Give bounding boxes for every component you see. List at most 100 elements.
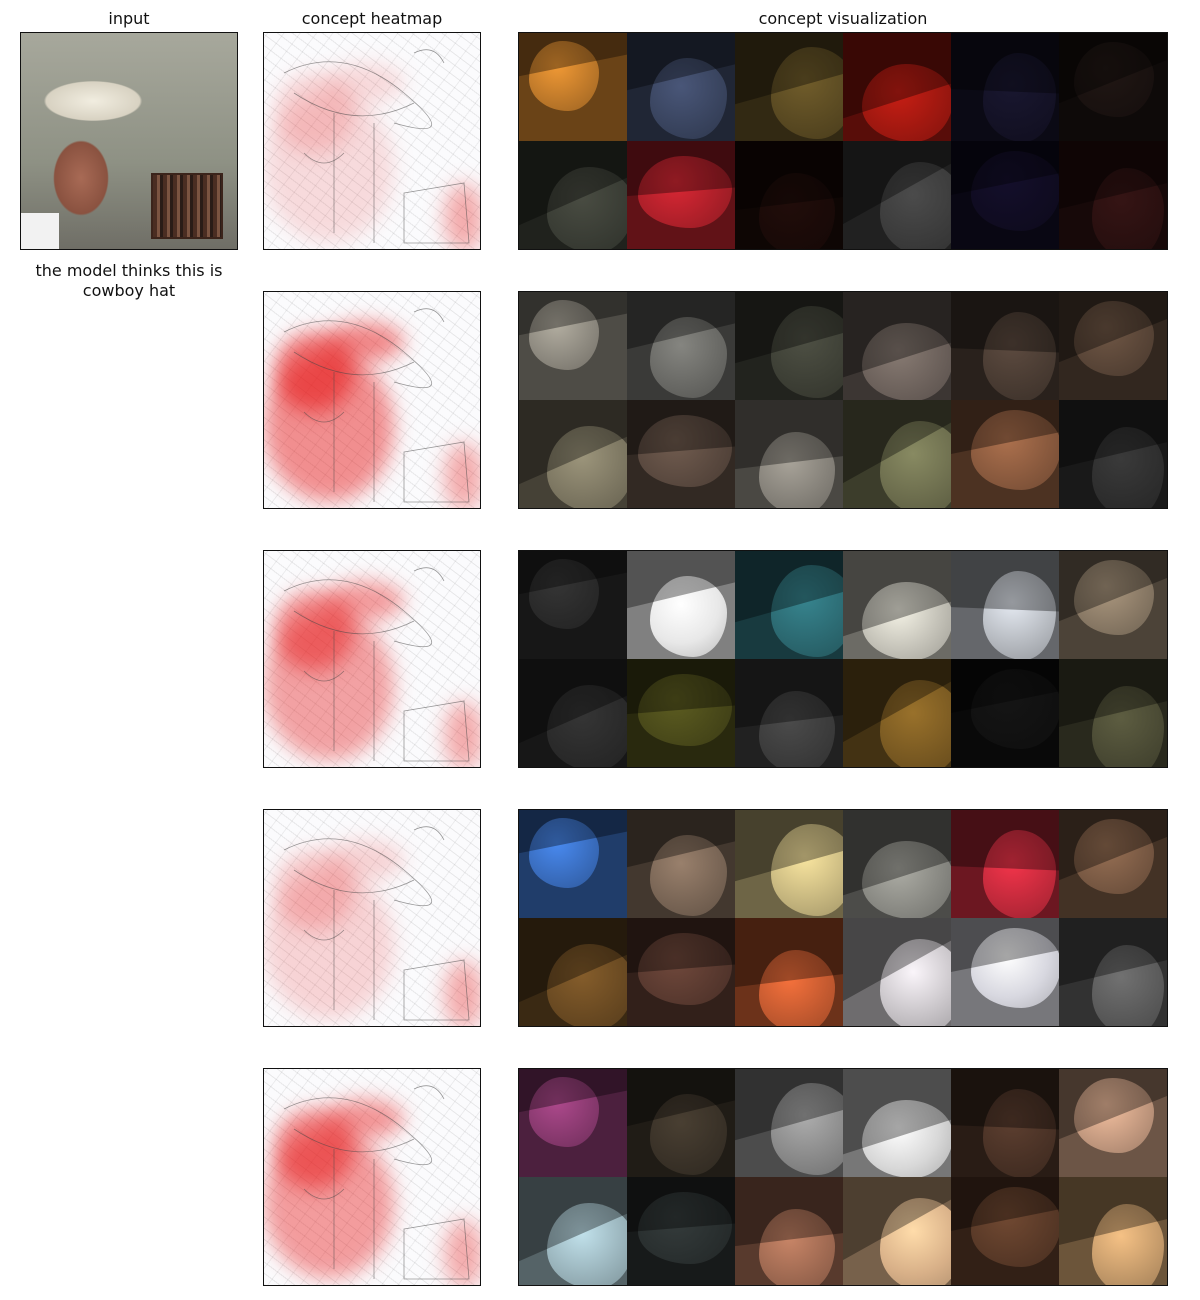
concept-example-tile: [519, 810, 627, 918]
concept-region: [880, 162, 951, 249]
concept-visualization-grid: [518, 32, 1168, 250]
concept-visualization-grid: [518, 291, 1168, 509]
concept-example-tile: [1059, 33, 1167, 141]
concept-example-tile: [735, 1177, 843, 1285]
heatmap-activation: [274, 1109, 354, 1189]
heatmap-activation: [444, 183, 480, 249]
concept-example-tile: [519, 292, 627, 400]
concept-example-tile: [951, 659, 1059, 767]
concept-region: [529, 559, 599, 629]
concept-region: [771, 1083, 843, 1175]
visualization-column-title: concept visualization: [758, 9, 928, 28]
heatmap-edge-sketch: [283, 49, 470, 244]
tile-dim-overlay: [735, 1177, 843, 1247]
concept-example-tile: [843, 551, 951, 659]
concept-example-tile: [843, 141, 951, 249]
concept-example-tile: [735, 810, 843, 918]
concept-example-tile: [951, 33, 1059, 141]
shirt-detail: [21, 213, 59, 249]
concept-example-tile: [1059, 659, 1167, 767]
concept-example-tile: [519, 141, 627, 249]
prediction-caption: the model thinks this is cowboy hat: [35, 261, 223, 300]
concept-example-tile: [951, 918, 1059, 1026]
concept-example-tile: [1059, 1069, 1167, 1177]
concept-region: [650, 58, 727, 139]
heatmap-activation: [444, 1219, 480, 1285]
concept-example-tile: [519, 1069, 627, 1177]
tile-dim-overlay: [951, 551, 1059, 612]
concept-region: [971, 151, 1059, 231]
concept-example-tile: [627, 810, 735, 918]
concept-example-tile: [627, 141, 735, 249]
concept-example-tile: [735, 141, 843, 249]
concept-region: [529, 818, 599, 888]
concept-example-tile: [1059, 292, 1167, 400]
concept-region: [1092, 168, 1164, 249]
concept-example-tile: [519, 918, 627, 1026]
concept-example-tile: [843, 33, 951, 141]
concept-region: [862, 323, 951, 400]
concept-region: [880, 939, 951, 1026]
concept-region: [771, 306, 843, 398]
tile-dim-overlay: [951, 810, 1059, 871]
heatmap-edge-sketch: [283, 1085, 470, 1280]
concept-region: [547, 1203, 627, 1285]
concept-example-tile: [1059, 810, 1167, 918]
concept-region: [983, 312, 1056, 400]
concept-example-tile: [735, 292, 843, 400]
heatmap-column-title: concept heatmap: [301, 9, 443, 28]
concept-example-tile: [843, 810, 951, 918]
concept-example-tile: [951, 400, 1059, 508]
concept-region: [1074, 42, 1154, 117]
concept-example-tile: [843, 1069, 951, 1177]
tile-dim-overlay: [951, 1069, 1059, 1130]
concept-example-tile: [843, 1177, 951, 1285]
concept-region: [880, 680, 951, 767]
concept-region: [983, 1089, 1056, 1177]
tile-dim-overlay: [951, 33, 1059, 94]
heatmap-activation: [264, 93, 394, 243]
concept-example-tile: [735, 659, 843, 767]
concept-example-tile: [519, 551, 627, 659]
concept-heatmap: [263, 809, 481, 1027]
concept-example-tile: [843, 400, 951, 508]
input-image: [20, 32, 238, 250]
concept-region: [971, 410, 1059, 490]
concept-example-tile: [627, 1177, 735, 1285]
concept-example-tile: [735, 400, 843, 508]
concept-example-tile: [735, 1069, 843, 1177]
concept-region: [638, 1192, 732, 1264]
concept-region: [880, 421, 951, 508]
concept-example-tile: [951, 810, 1059, 918]
concept-example-tile: [951, 1069, 1059, 1177]
concept-region: [638, 674, 732, 746]
concept-example-tile: [627, 292, 735, 400]
concept-example-tile: [519, 659, 627, 767]
concept-region: [1092, 427, 1164, 508]
concept-example-tile: [1059, 918, 1167, 1026]
concept-example-tile: [843, 292, 951, 400]
concept-region: [529, 41, 599, 111]
concept-region: [983, 571, 1056, 659]
tile-dim-overlay: [627, 659, 735, 715]
concept-example-tile: [627, 400, 735, 508]
concept-region: [547, 167, 627, 249]
concept-region: [880, 1198, 951, 1285]
concept-example-tile: [951, 551, 1059, 659]
concept-visualization-grid: [518, 809, 1168, 1027]
heatmap-activation: [274, 850, 354, 930]
concept-region: [771, 47, 843, 139]
concept-example-tile: [627, 551, 735, 659]
concept-region: [983, 830, 1056, 918]
tile-dim-overlay: [735, 918, 843, 988]
concept-region: [650, 317, 727, 398]
concept-heatmap: [263, 550, 481, 768]
tile-dim-overlay: [735, 141, 843, 211]
concept-region: [983, 53, 1056, 141]
concept-region: [547, 944, 627, 1026]
concept-region: [862, 582, 951, 659]
concept-example-tile: [735, 33, 843, 141]
heatmap-edge-sketch: [283, 308, 470, 503]
concept-region: [547, 685, 627, 767]
concept-visualization-grid: [518, 550, 1168, 768]
